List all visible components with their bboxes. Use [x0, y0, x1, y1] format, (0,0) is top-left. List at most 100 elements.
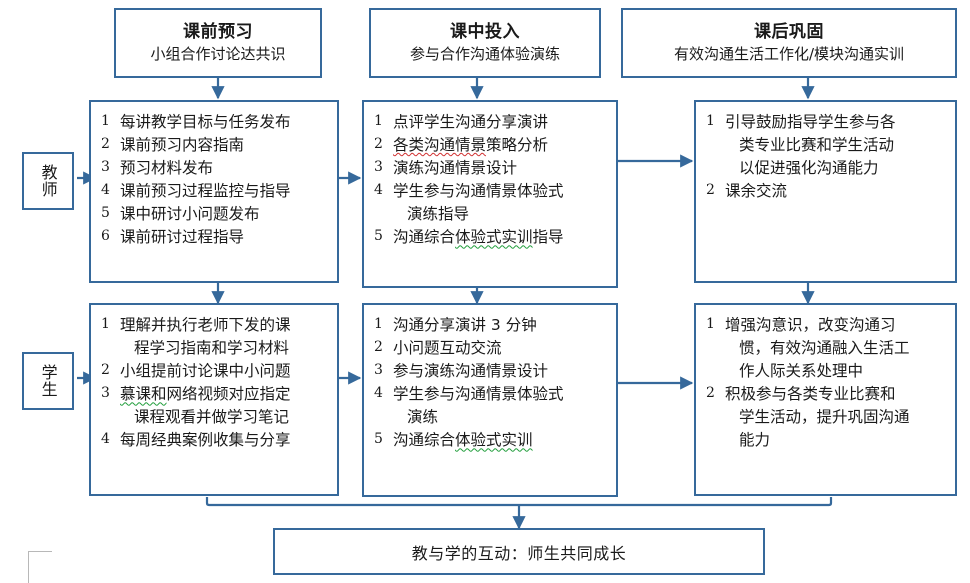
list-item-text: 学生活动，提升巩固沟通 [739, 408, 910, 427]
list-item-number: 1 [706, 316, 715, 332]
list-item: 5 课中研讨小问题发布 [101, 203, 331, 226]
list-item-text: 课余交流 [725, 182, 788, 201]
list-item-text: 各类沟通情景 [393, 136, 487, 155]
list-item-number: 2 [374, 339, 383, 356]
list-item-text: 积极参与各类专业比赛和 [725, 385, 896, 404]
list-item-number: 5 [101, 205, 110, 222]
list-item-text: 能力 [739, 431, 771, 450]
list-item-text: 点评学生沟通分享演讲 [393, 113, 549, 131]
list-item-number: 1 [706, 113, 715, 129]
list-item-text: 慕课和 [120, 385, 167, 404]
list-item-text: 程学习指南和学习材料 [134, 339, 290, 358]
list-item-text: 以促进强化沟通能力 [739, 159, 879, 178]
list-item: 1 增强沟意识，改变沟通习 [706, 314, 949, 337]
header-box-pre-class[interactable]: 课前预习 小组合作讨论达共识 [114, 8, 322, 78]
role-label-student-text: 学生 [38, 364, 58, 398]
list-item-number: 3 [374, 159, 383, 176]
list-item: 6 课前研讨过程指导 [101, 226, 331, 249]
content-box-student-post-class[interactable]: 1 增强沟意识，改变沟通习惯，有效沟通融入生活工作人际关系处理中 2 积极参与各类专业… [694, 303, 957, 496]
list-item: 1 理解并执行老师下发的课 [101, 314, 331, 337]
list-item-text: 策略分析 [486, 136, 549, 155]
list-item: 演练指导 [374, 203, 610, 226]
list-item: 3 演练沟通情景设计 [374, 157, 610, 180]
list-item: 课程观看并做学习笔记 [101, 406, 331, 429]
list-item-text: 惯，有效沟通融入生活工 [739, 339, 910, 358]
summary-bar-text: 教与学的互动：师生共同成长 [411, 543, 627, 563]
role-label-student[interactable]: 学生 [22, 352, 74, 410]
list-item-text: 沟通分享演讲 3 分钟 [393, 316, 537, 334]
list-item-number: 2 [706, 385, 715, 402]
list-item-text: 每讲教学目标与任务发布 [120, 113, 291, 131]
list-item-text: 演练沟通情景设计 [393, 159, 518, 178]
list-item-text: 体验式实训 [455, 431, 533, 450]
list-item: 以促进强化沟通能力 [706, 157, 949, 180]
summary-bar[interactable]: 教与学的互动：师生共同成长 [273, 528, 765, 575]
list-item-text: 理解并执行老师下发的课 [120, 316, 291, 334]
list-item-text: 课中研讨小问题发布 [120, 205, 260, 224]
list-item-number: 3 [101, 159, 110, 176]
list-item-text: 作人际关系处理中 [739, 362, 864, 381]
list-item: 4 学生参与沟通情景体验式 [374, 180, 610, 203]
list-item-text: 演练 [407, 408, 439, 427]
list-item-text: 类专业比赛和学生活动 [739, 136, 895, 155]
connector-students-to-summary [205, 497, 833, 507]
list-item: 2 小问题互动交流 [374, 337, 610, 360]
list-item-text: 增强沟意识，改变沟通习 [725, 316, 896, 334]
list-item-number: 1 [374, 113, 383, 129]
list-item: 类专业比赛和学生活动 [706, 134, 949, 157]
list-item-number: 1 [374, 316, 383, 332]
page-corner-mark [28, 551, 52, 583]
list-item-number: 5 [374, 228, 383, 245]
list-item-text: 指导 [532, 228, 564, 247]
list-item-number: 5 [374, 431, 383, 448]
list-item-text: 学生参与沟通情景体验式 [393, 385, 564, 404]
list-item-number: 6 [101, 228, 110, 245]
list-item: 作人际关系处理中 [706, 360, 949, 383]
list-item-number: 1 [101, 316, 110, 332]
list-item-text: 小组提前讨论课中小问题 [120, 362, 291, 381]
list-item: 4 每周经典案例收集与分享 [101, 429, 331, 452]
list-item-text: 小问题互动交流 [393, 339, 502, 358]
list-item-text: 体验式实训 [455, 228, 533, 247]
list-item-number: 4 [374, 182, 383, 199]
list-item-text: 课前预习内容指南 [120, 136, 245, 155]
list-item-text: 课前预习过程监控与指导 [120, 182, 291, 201]
list-item-text: 每周经典案例收集与分享 [120, 431, 291, 450]
header-subtitle-in-class: 参与合作沟通体验演练 [409, 45, 560, 64]
list-item-number: 2 [101, 362, 110, 379]
list-item: 1 点评学生沟通分享演讲 [374, 111, 610, 134]
list-item: 学生活动，提升巩固沟通 [706, 406, 949, 429]
list-item-text: 沟通综合 [393, 228, 456, 247]
header-box-in-class[interactable]: 课中投入 参与合作沟通体验演练 [369, 8, 601, 78]
header-subtitle-pre-class: 小组合作讨论达共识 [150, 45, 286, 64]
list-item: 1 沟通分享演讲 3 分钟 [374, 314, 610, 337]
list-item: 程学习指南和学习材料 [101, 337, 331, 360]
list-item-number: 4 [101, 431, 110, 448]
list-item-text: 学生参与沟通情景体验式 [393, 182, 564, 201]
role-label-teacher[interactable]: 教师 [22, 152, 74, 210]
list-item: 2 积极参与各类专业比赛和 [706, 383, 949, 406]
list-item-text: 课程观看并做学习笔记 [134, 408, 290, 427]
list-item-number: 1 [101, 113, 110, 129]
list-item-text: 课前研讨过程指导 [120, 228, 245, 247]
list-item: 1 每讲教学目标与任务发布 [101, 111, 331, 134]
list-item-number: 3 [101, 385, 110, 402]
header-title-post-class: 课后巩固 [754, 21, 824, 42]
header-box-post-class[interactable]: 课后巩固 有效沟通生活工作化/模块沟通实训 [621, 8, 957, 78]
